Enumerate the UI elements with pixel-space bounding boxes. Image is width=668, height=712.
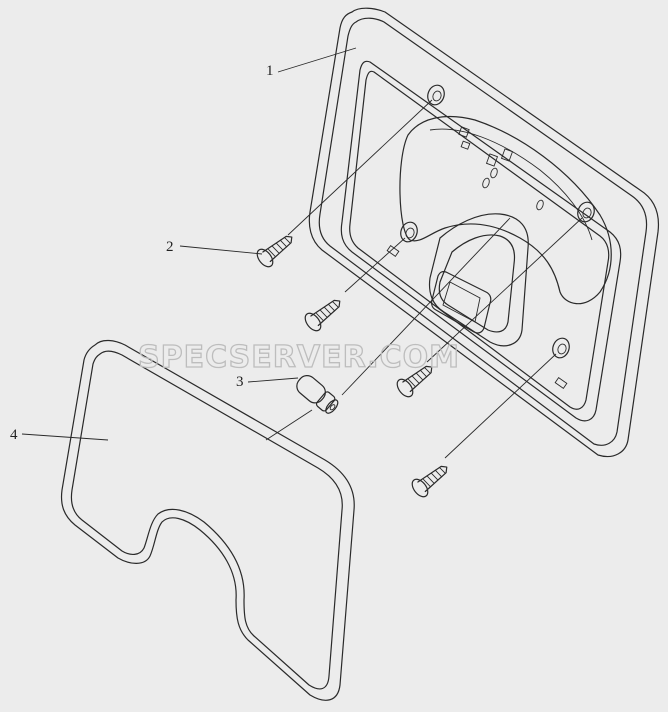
callout-3: 3 [236, 374, 244, 390]
cover-outer-edge [60, 339, 355, 701]
frame-outer-edge [308, 7, 660, 458]
leader-4 [21, 433, 109, 441]
screw-1 [256, 235, 293, 268]
lens-window [431, 271, 492, 334]
slot-detail [460, 140, 471, 150]
frame-tab [554, 377, 568, 389]
screw-boss-lower-left [400, 221, 418, 243]
callout-1: 1 [266, 63, 274, 79]
frame-inner-rim-2 [349, 70, 610, 410]
leader-3 [247, 377, 299, 383]
slot-detail [500, 148, 514, 162]
slot-detail [482, 177, 490, 189]
lens-bracket-inner [438, 234, 516, 333]
screw-3 [396, 365, 433, 398]
part-4-lens-cover [60, 339, 355, 701]
part-3-bulb [296, 374, 339, 414]
screw-boss-upper-left [427, 84, 445, 106]
slot-detail [490, 167, 498, 179]
callout-4: 4 [10, 427, 18, 443]
lamp-bay-recess [399, 115, 612, 305]
slot-detail [485, 153, 499, 167]
leader-lines [21, 47, 357, 441]
callout-2: 2 [166, 239, 174, 255]
slot-detail [458, 126, 470, 138]
part-1-frame [308, 7, 660, 458]
cover-inner-edge [70, 350, 343, 690]
frame-tab [386, 245, 400, 257]
lamp-bay-inner [429, 128, 593, 241]
part-2-screws [256, 235, 448, 498]
screw-4 [411, 465, 448, 498]
frame-outer-edge-inner [318, 17, 648, 446]
lens-bracket [428, 213, 529, 347]
frame-inner-rim [340, 60, 622, 422]
screw-2 [304, 299, 341, 332]
leader-1 [277, 47, 357, 73]
leader-2 [179, 245, 263, 255]
watermark: SPECSERVER.COM [138, 340, 460, 375]
slot-detail [536, 199, 544, 211]
lens-window-inner [442, 281, 481, 323]
screw-boss-lower-right [552, 337, 570, 359]
screw-boss-upper-right [577, 201, 595, 223]
assembly-lines [265, 99, 583, 459]
